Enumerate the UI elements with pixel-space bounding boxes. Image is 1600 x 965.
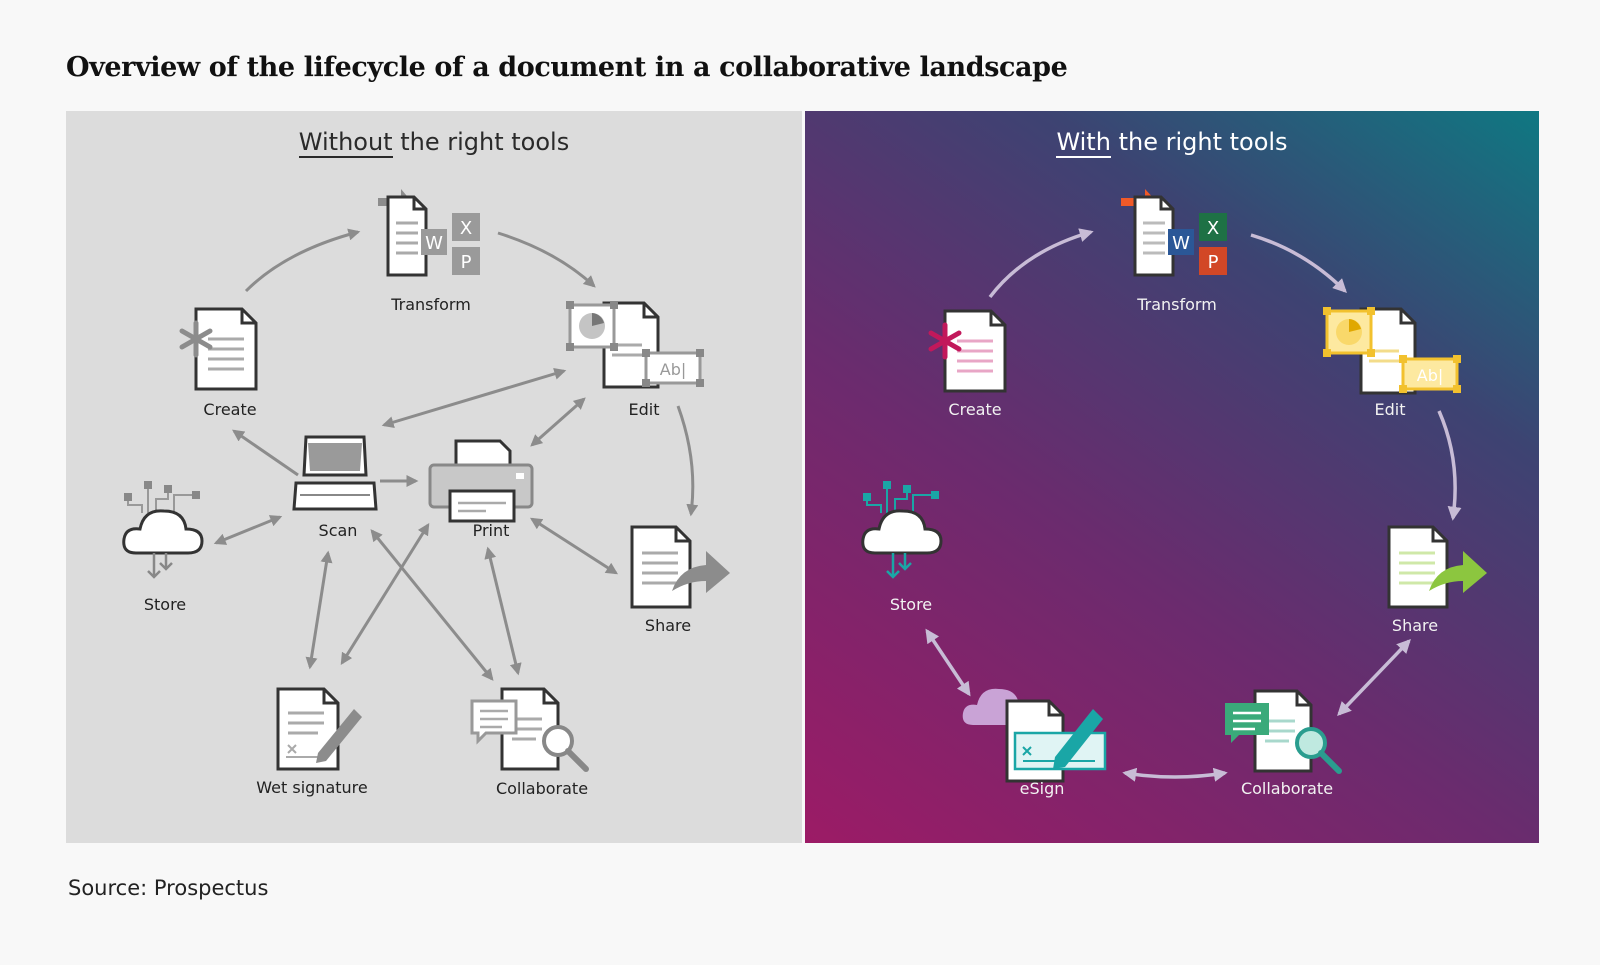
left-label-scan: Scan — [318, 521, 358, 540]
esign-icon — [962, 688, 1107, 783]
svg-text:W: W — [425, 233, 443, 254]
svg-text:Ab|: Ab| — [660, 360, 687, 379]
create-icon — [179, 307, 258, 391]
edit-icon: Ab| — [566, 301, 704, 389]
panel-without-tools: W X P — [66, 111, 802, 843]
right-heading-underlined: With — [1056, 128, 1111, 158]
arrow-share-collaborate-r — [1337, 638, 1411, 717]
right-label-esign: eSign — [1019, 779, 1065, 798]
right-label-edit: Edit — [1374, 400, 1406, 419]
left-label-share: Share — [644, 616, 692, 635]
store-icon-color — [861, 481, 943, 579]
arrow-scan-collaborate — [370, 529, 494, 681]
arrow-scan-edit — [381, 368, 567, 428]
collaborate-icon-color — [1225, 689, 1342, 774]
arrow-esign-collaborate-r — [1122, 767, 1228, 782]
left-label-print: Print — [472, 521, 510, 540]
wet-signature-icon — [276, 687, 362, 771]
share-icon-color — [1387, 525, 1487, 609]
right-label-store: Store — [889, 595, 933, 614]
panel-with-tools: W X P — [805, 111, 1539, 843]
store-icon — [122, 481, 204, 579]
edit-icon-color: Ab| — [1323, 307, 1461, 395]
svg-text:P: P — [461, 252, 472, 273]
transform-icon: W X P — [378, 189, 480, 277]
left-label-transform: Transform — [391, 295, 471, 314]
left-panel-heading: Without the right tools — [66, 128, 802, 158]
left-arrows — [213, 228, 699, 681]
arrow-print-share — [529, 517, 619, 575]
left-label-store: Store — [143, 595, 187, 614]
left-label-collaborate: Collaborate — [495, 779, 589, 798]
left-label-create: Create — [203, 400, 257, 419]
arrow-print-collaborate — [484, 546, 522, 676]
arrow-transform-edit-r — [1250, 233, 1347, 293]
print-icon — [428, 439, 534, 523]
right-panel-heading: With the right tools — [805, 128, 1539, 158]
right-diagram: W X P — [861, 189, 1487, 783]
arrow-print-edit — [530, 397, 586, 447]
svg-text:X: X — [460, 218, 472, 239]
right-heading-rest: the right tools — [1110, 128, 1288, 156]
source-note: Source: Prospectus — [68, 876, 269, 900]
arrow-scan-wetsig — [305, 550, 333, 670]
arrow-store-esign-r — [925, 628, 971, 697]
arrow-create-transform — [244, 228, 361, 293]
arrow-transform-edit — [497, 231, 596, 288]
collaborate-icon — [470, 687, 589, 772]
svg-text:X: X — [1207, 218, 1219, 239]
left-heading-rest: the right tools — [392, 128, 570, 156]
create-icon-color — [928, 309, 1007, 393]
left-heading-underlined: Without — [298, 128, 393, 158]
left-label-wet-signature: Wet signature — [256, 778, 368, 797]
share-icon — [630, 525, 730, 609]
arrow-scan-create — [232, 429, 299, 477]
right-arrows — [925, 228, 1462, 782]
svg-text:Ab|: Ab| — [1417, 366, 1444, 385]
scan-icon — [292, 435, 378, 511]
left-label-edit: Edit — [628, 400, 660, 419]
arrow-edit-share-r — [1437, 410, 1462, 521]
left-diagram: W X P — [122, 189, 730, 772]
right-label-collaborate: Collaborate — [1240, 779, 1334, 798]
figure-title: Overview of the lifecycle of a document … — [66, 52, 1068, 83]
right-label-create: Create — [948, 400, 1002, 419]
arrow-store-scan — [213, 515, 283, 545]
svg-text:P: P — [1208, 252, 1219, 273]
right-label-share: Share — [1391, 616, 1439, 635]
right-label-transform: Transform — [1137, 295, 1217, 314]
arrow-edit-share — [676, 405, 699, 517]
transform-icon-color: W X P — [1121, 189, 1227, 277]
svg-text:W: W — [1172, 233, 1190, 254]
arrow-create-transform-r — [988, 228, 1094, 299]
